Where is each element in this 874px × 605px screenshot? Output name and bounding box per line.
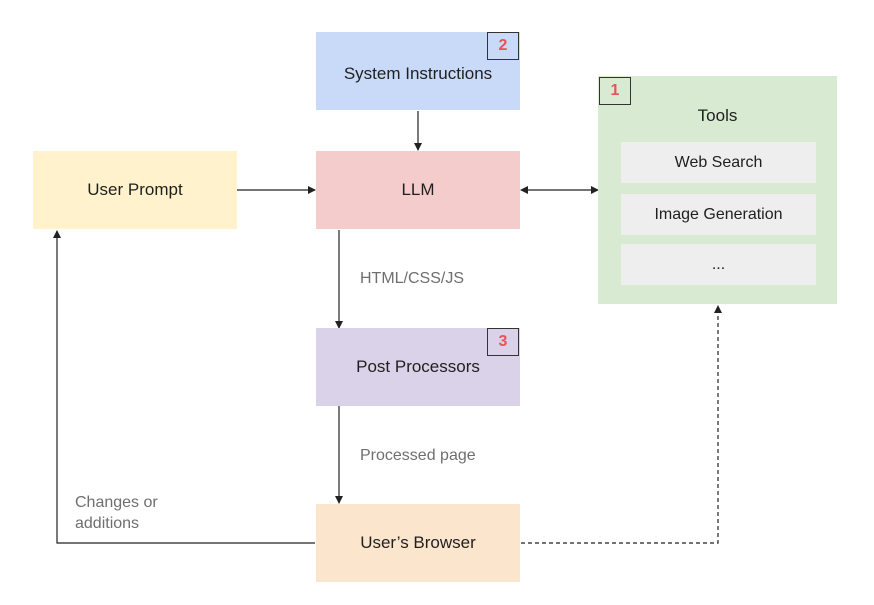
tool-item-label: ... — [711, 255, 726, 273]
users-browser-node: User’s Browser — [316, 504, 520, 582]
users-browser-label: User’s Browser — [360, 533, 476, 552]
tool-item-image-generation: Image Generation — [621, 194, 816, 235]
post-processors-label: Post Processors — [356, 357, 480, 376]
user-prompt-node: User Prompt — [33, 151, 237, 229]
tools-badge: 1 — [599, 77, 631, 105]
edge-label-processed-page: Processed page — [360, 447, 476, 464]
tools-title: Tools — [697, 106, 738, 125]
system-instructions-badge-number: 2 — [498, 37, 508, 54]
system-instructions-node: System Instructions — [316, 32, 520, 110]
tool-item-label: Web Search — [674, 153, 763, 171]
user-prompt-label: User Prompt — [87, 180, 183, 199]
tool-item-label: Image Generation — [654, 205, 783, 223]
edge-label-html-css-js: HTML/CSS/JS — [360, 270, 465, 287]
tools-badge-number: 1 — [610, 82, 620, 99]
post-processors-badge: 3 — [487, 328, 519, 356]
system-instructions-badge: 2 — [487, 32, 519, 60]
arrow-browser-to-prompt — [53, 230, 315, 544]
edge-label-changes-or-additions: Changes or additions — [75, 494, 158, 532]
arrow-browser-to-tools — [521, 305, 722, 544]
tools-panel: Tools Web Search Image Generation ... — [598, 76, 837, 304]
llm-node: LLM — [316, 151, 520, 229]
post-processors-badge-number: 3 — [498, 333, 508, 350]
llm-label: LLM — [401, 180, 435, 199]
post-processors-node: Post Processors — [316, 328, 520, 406]
tool-item-more: ... — [621, 244, 816, 285]
system-instructions-label: System Instructions — [343, 64, 493, 83]
tool-item-web-search: Web Search — [621, 142, 816, 183]
